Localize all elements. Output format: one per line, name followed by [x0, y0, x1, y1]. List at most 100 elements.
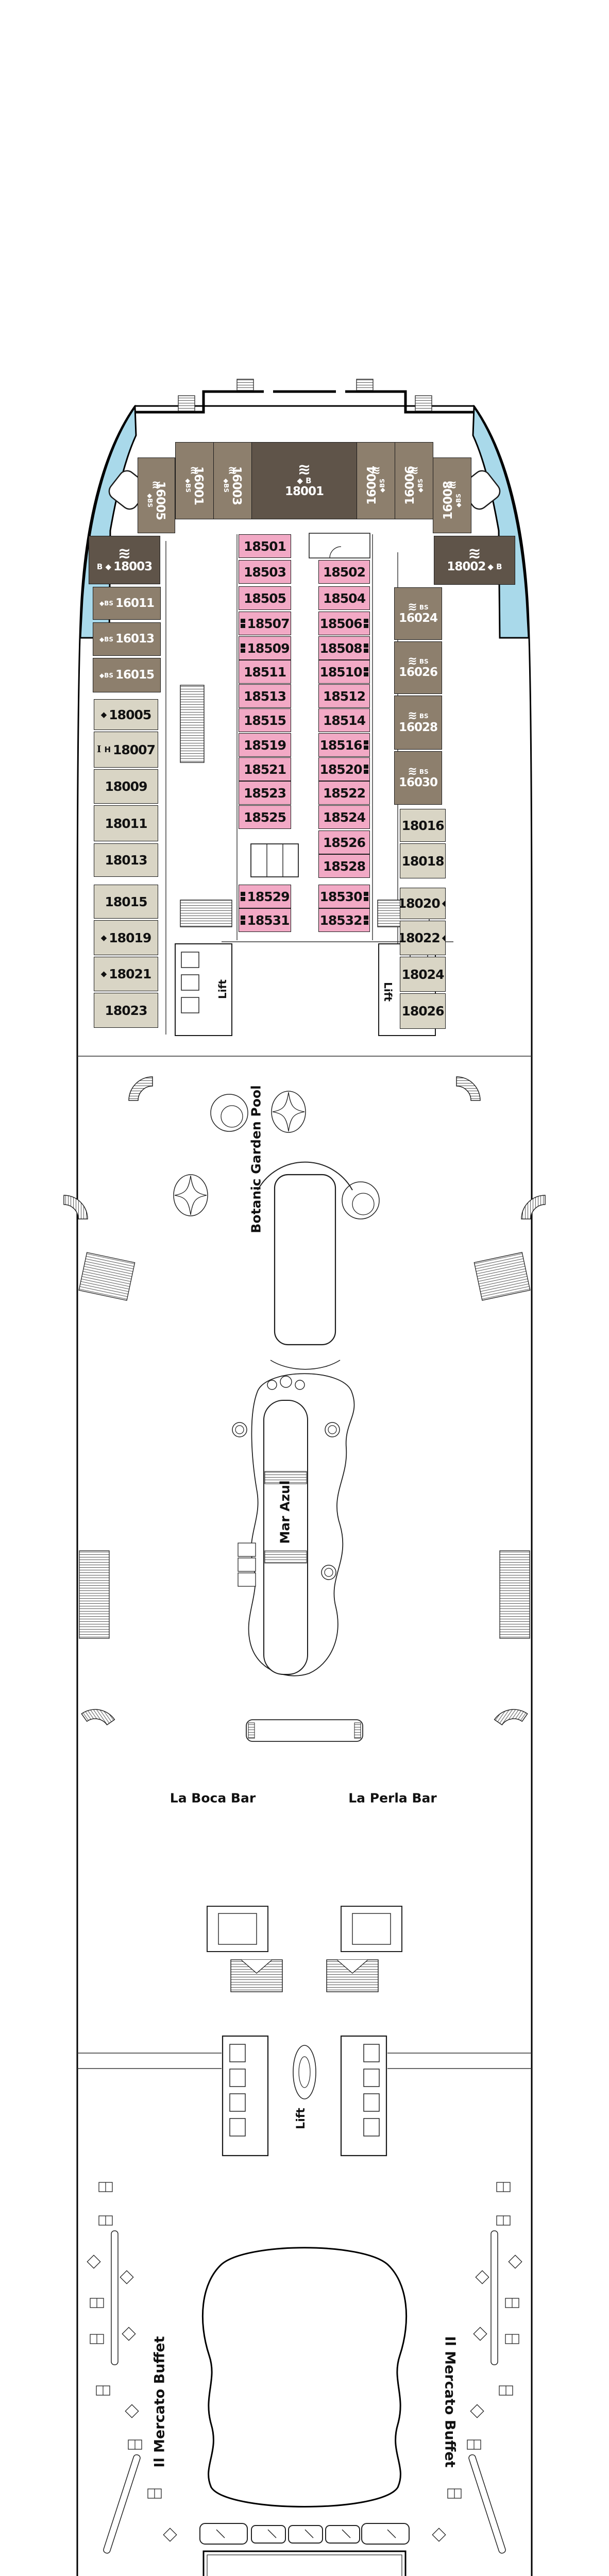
cabin-18515: 18515: [239, 708, 291, 732]
buffet-counter: [288, 2525, 323, 2544]
cabin-18509: 18509: [239, 636, 291, 660]
planter-ring: [232, 1422, 247, 1437]
buffet-island: [202, 2550, 407, 2576]
planter-ring: [325, 1422, 340, 1437]
stairs-icon: [326, 1959, 379, 1992]
label-lift-forward-starboard: Lift: [382, 982, 394, 1002]
cabin-18523: 18523: [239, 781, 291, 805]
cabin-18506: 18506: [318, 612, 370, 635]
whirlpool-icon: ≋: [409, 464, 419, 477]
whirlpool-tub: [210, 1094, 248, 1132]
label-il-mercato-buffet-port: Il Mercato Buffet: [151, 2336, 168, 2468]
cabin-18528: 18528: [318, 854, 370, 878]
bunk-beds-icon: [240, 892, 245, 901]
buffet-counter: [325, 2525, 360, 2544]
whirlpool-tub: [342, 1181, 380, 1219]
cabin-18013: 18013: [94, 843, 158, 877]
cabin-18503: 18503: [239, 560, 291, 584]
label-mar-azul: Mar Azul: [277, 1480, 293, 1544]
buffet-food-court-outline: [201, 2247, 408, 2507]
bunk-beds-icon: [364, 892, 369, 901]
cabin-18020: 18020◆: [400, 888, 446, 919]
central-stair-shaft: [250, 843, 299, 877]
stairs-icon: [230, 1959, 283, 1992]
bar-counter: [246, 1719, 363, 1742]
mar-azul-track: [263, 1400, 308, 1675]
cabin-18522: 18522: [318, 781, 370, 805]
cabin-18002: ≋18002◆ B: [434, 536, 515, 585]
cabin-16001: ≋16001◆BS: [175, 442, 214, 519]
cabin-18529: 18529: [239, 885, 291, 908]
cabin-18023: 18023: [94, 993, 158, 1028]
buffet-counter: [361, 2523, 410, 2545]
whirlpool-icon: ≋: [371, 464, 381, 477]
stairs-icon: [180, 900, 232, 927]
cabin-18516: 18516: [318, 733, 370, 757]
whirlpool-icon: ≋: [151, 479, 161, 492]
lift-bank-port-forward: [175, 943, 232, 1036]
bunk-beds-icon: [364, 916, 369, 925]
label-lift-midship: Lift: [295, 2108, 308, 2129]
cabin-18009: 18009: [94, 769, 158, 804]
bow-stairs-icon: [236, 379, 254, 391]
label-lift-forward-port: Lift: [216, 979, 229, 999]
cabin-18019: ◆18019: [94, 920, 158, 955]
cabin-18024: 18024: [400, 957, 446, 992]
botanic-garden-pool-basin: [274, 1174, 336, 1346]
cabin-18003: ≋B ◆18003: [89, 536, 160, 584]
cabin-18508: 18508: [318, 636, 370, 660]
oval-planter: [293, 2045, 316, 2099]
label-la-perla-bar: La Perla Bar: [348, 1790, 437, 1806]
cabin-18512: 18512: [318, 684, 370, 708]
cabin-18507: 18507: [239, 612, 291, 635]
whirlpool-icon: ≋: [408, 600, 417, 614]
cabin-18005: ◆18005: [94, 699, 158, 730]
cabin-18504: 18504: [318, 586, 370, 610]
buffet-counter: [251, 2525, 286, 2544]
cabin-16003: ≋16003◆BS: [213, 442, 252, 519]
cabin-18021: ◆18021: [94, 957, 158, 991]
bunk-beds-icon: [364, 619, 369, 628]
bow-stairs-icon: [415, 395, 432, 412]
stairs-icon: [180, 685, 205, 763]
whirlpool-icon: ≋: [117, 544, 131, 563]
cabin-18514: 18514: [318, 708, 370, 732]
bow-stairs-icon: [356, 379, 374, 391]
planter-ring: [321, 1565, 336, 1580]
cabin-16005: ≋16005◆BS: [138, 457, 175, 533]
whirlpool-icon: ≋: [297, 461, 311, 479]
bunk-beds-icon: [240, 643, 245, 653]
bunk-beds-icon: [240, 619, 245, 628]
cabin-16008: ≋16008◆BS: [433, 457, 471, 533]
cabin-18510: 18510: [318, 660, 370, 684]
whirlpool-icon: ≋: [190, 464, 199, 477]
garden-planter: [173, 1174, 208, 1216]
connecting-rooms-icon: I: [97, 744, 102, 755]
bow-bulkhead: [135, 390, 474, 414]
whirlpool-icon: ≋: [408, 654, 417, 668]
bunk-beds-icon: [364, 765, 369, 774]
label-botanic-garden-pool: Botanic Garden Pool: [248, 1085, 264, 1233]
buffet-counter: [199, 2523, 248, 2545]
bunk-beds-icon: [240, 916, 245, 925]
cabin-18526: 18526: [318, 831, 370, 854]
cabin-18018: 18018: [400, 843, 446, 878]
lift-bank-midship-port: [222, 2035, 269, 2157]
lift-bank-midship-starboard: [340, 2035, 387, 2157]
cabin-16004: ≋16004◆BS: [357, 442, 395, 519]
cabin-18525: 18525: [239, 805, 291, 829]
garden-planter: [271, 1091, 306, 1133]
cabin-18016: 18016: [400, 809, 446, 842]
whirlpool-icon: ≋: [447, 479, 457, 492]
cabin-18011: 18011: [94, 805, 158, 841]
cabin-18501: 18501: [239, 534, 291, 558]
